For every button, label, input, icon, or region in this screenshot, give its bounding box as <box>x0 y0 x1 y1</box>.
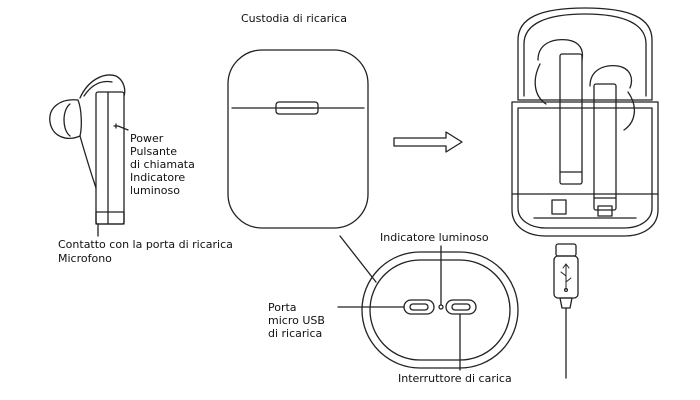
charge-switch-label: Interruttore di carica <box>398 372 512 385</box>
usb-port-label-line: di ricarica <box>268 327 323 340</box>
case-title-label: Custodia di ricarica <box>241 12 347 25</box>
right-arrow-icon <box>393 131 463 153</box>
charging-pins-right <box>597 205 613 217</box>
earbud-front-curve <box>79 135 97 189</box>
earbud-ear-tip-inner <box>63 103 71 137</box>
earbud-side-view <box>49 74 129 237</box>
charge-switch-shape <box>445 299 477 315</box>
charging-pins-left <box>551 199 567 215</box>
usb-port-label-line: micro USB <box>268 314 325 327</box>
usb-port-shape <box>403 299 435 315</box>
usb-plug <box>555 243 577 257</box>
earbud-left-head <box>537 38 584 61</box>
open-case-base-inner <box>517 107 653 229</box>
earbud-ear-tip <box>49 99 82 139</box>
open-case-lid-inner <box>523 13 647 97</box>
usb-cable-strain <box>559 297 573 309</box>
usb-icon <box>560 263 572 292</box>
earbud-power-mark <box>113 123 119 129</box>
earbud-stem <box>95 91 125 225</box>
earbud-head-inner <box>83 80 113 97</box>
charging-contact-label: Contatto con la porta di ricarica <box>58 238 233 251</box>
charging-case-open <box>511 7 659 379</box>
bottom-view-outline <box>361 251 519 369</box>
indicator-case-label: Indicatore luminoso <box>380 231 489 244</box>
case-latch <box>275 101 319 115</box>
indicator-earbud-label: Indicatore luminoso <box>130 171 185 197</box>
case-body <box>227 49 369 229</box>
earbud-bottom-band <box>95 211 125 225</box>
earbud-right-head <box>589 64 633 89</box>
charging-case-closed <box>227 49 369 229</box>
indicator-earbud-label-line: luminoso <box>130 184 180 197</box>
connector-line-bottom-view <box>339 235 377 283</box>
earbud-head <box>79 74 126 99</box>
call-button-label-line: di chiamata <box>130 158 195 171</box>
arrow-shape <box>393 131 463 153</box>
earbud-left-curve <box>534 63 547 105</box>
open-case-lid <box>517 7 653 101</box>
indicator-earbud-label-line: Indicatore <box>130 171 186 184</box>
call-button-label-line: Pulsante <box>130 145 177 158</box>
earbud-left-stem <box>559 53 583 185</box>
earbud-right-stem <box>593 83 617 211</box>
power-label: Power <box>130 132 164 145</box>
bottom-view-inner <box>369 259 511 361</box>
usb-port-label: Porta micro USB di ricarica <box>268 301 325 340</box>
usb-port-slot <box>409 303 429 311</box>
charge-switch-slot <box>451 303 471 311</box>
charging-case-bottom-view <box>337 245 519 371</box>
leader-power <box>117 125 129 131</box>
usb-port-label-line: Porta <box>268 301 297 314</box>
earbud-right-curve <box>623 91 635 131</box>
call-button-label: Pulsante di chiamata <box>130 145 195 171</box>
microphone-label: Microfono <box>58 252 112 265</box>
open-case-base <box>511 101 659 237</box>
